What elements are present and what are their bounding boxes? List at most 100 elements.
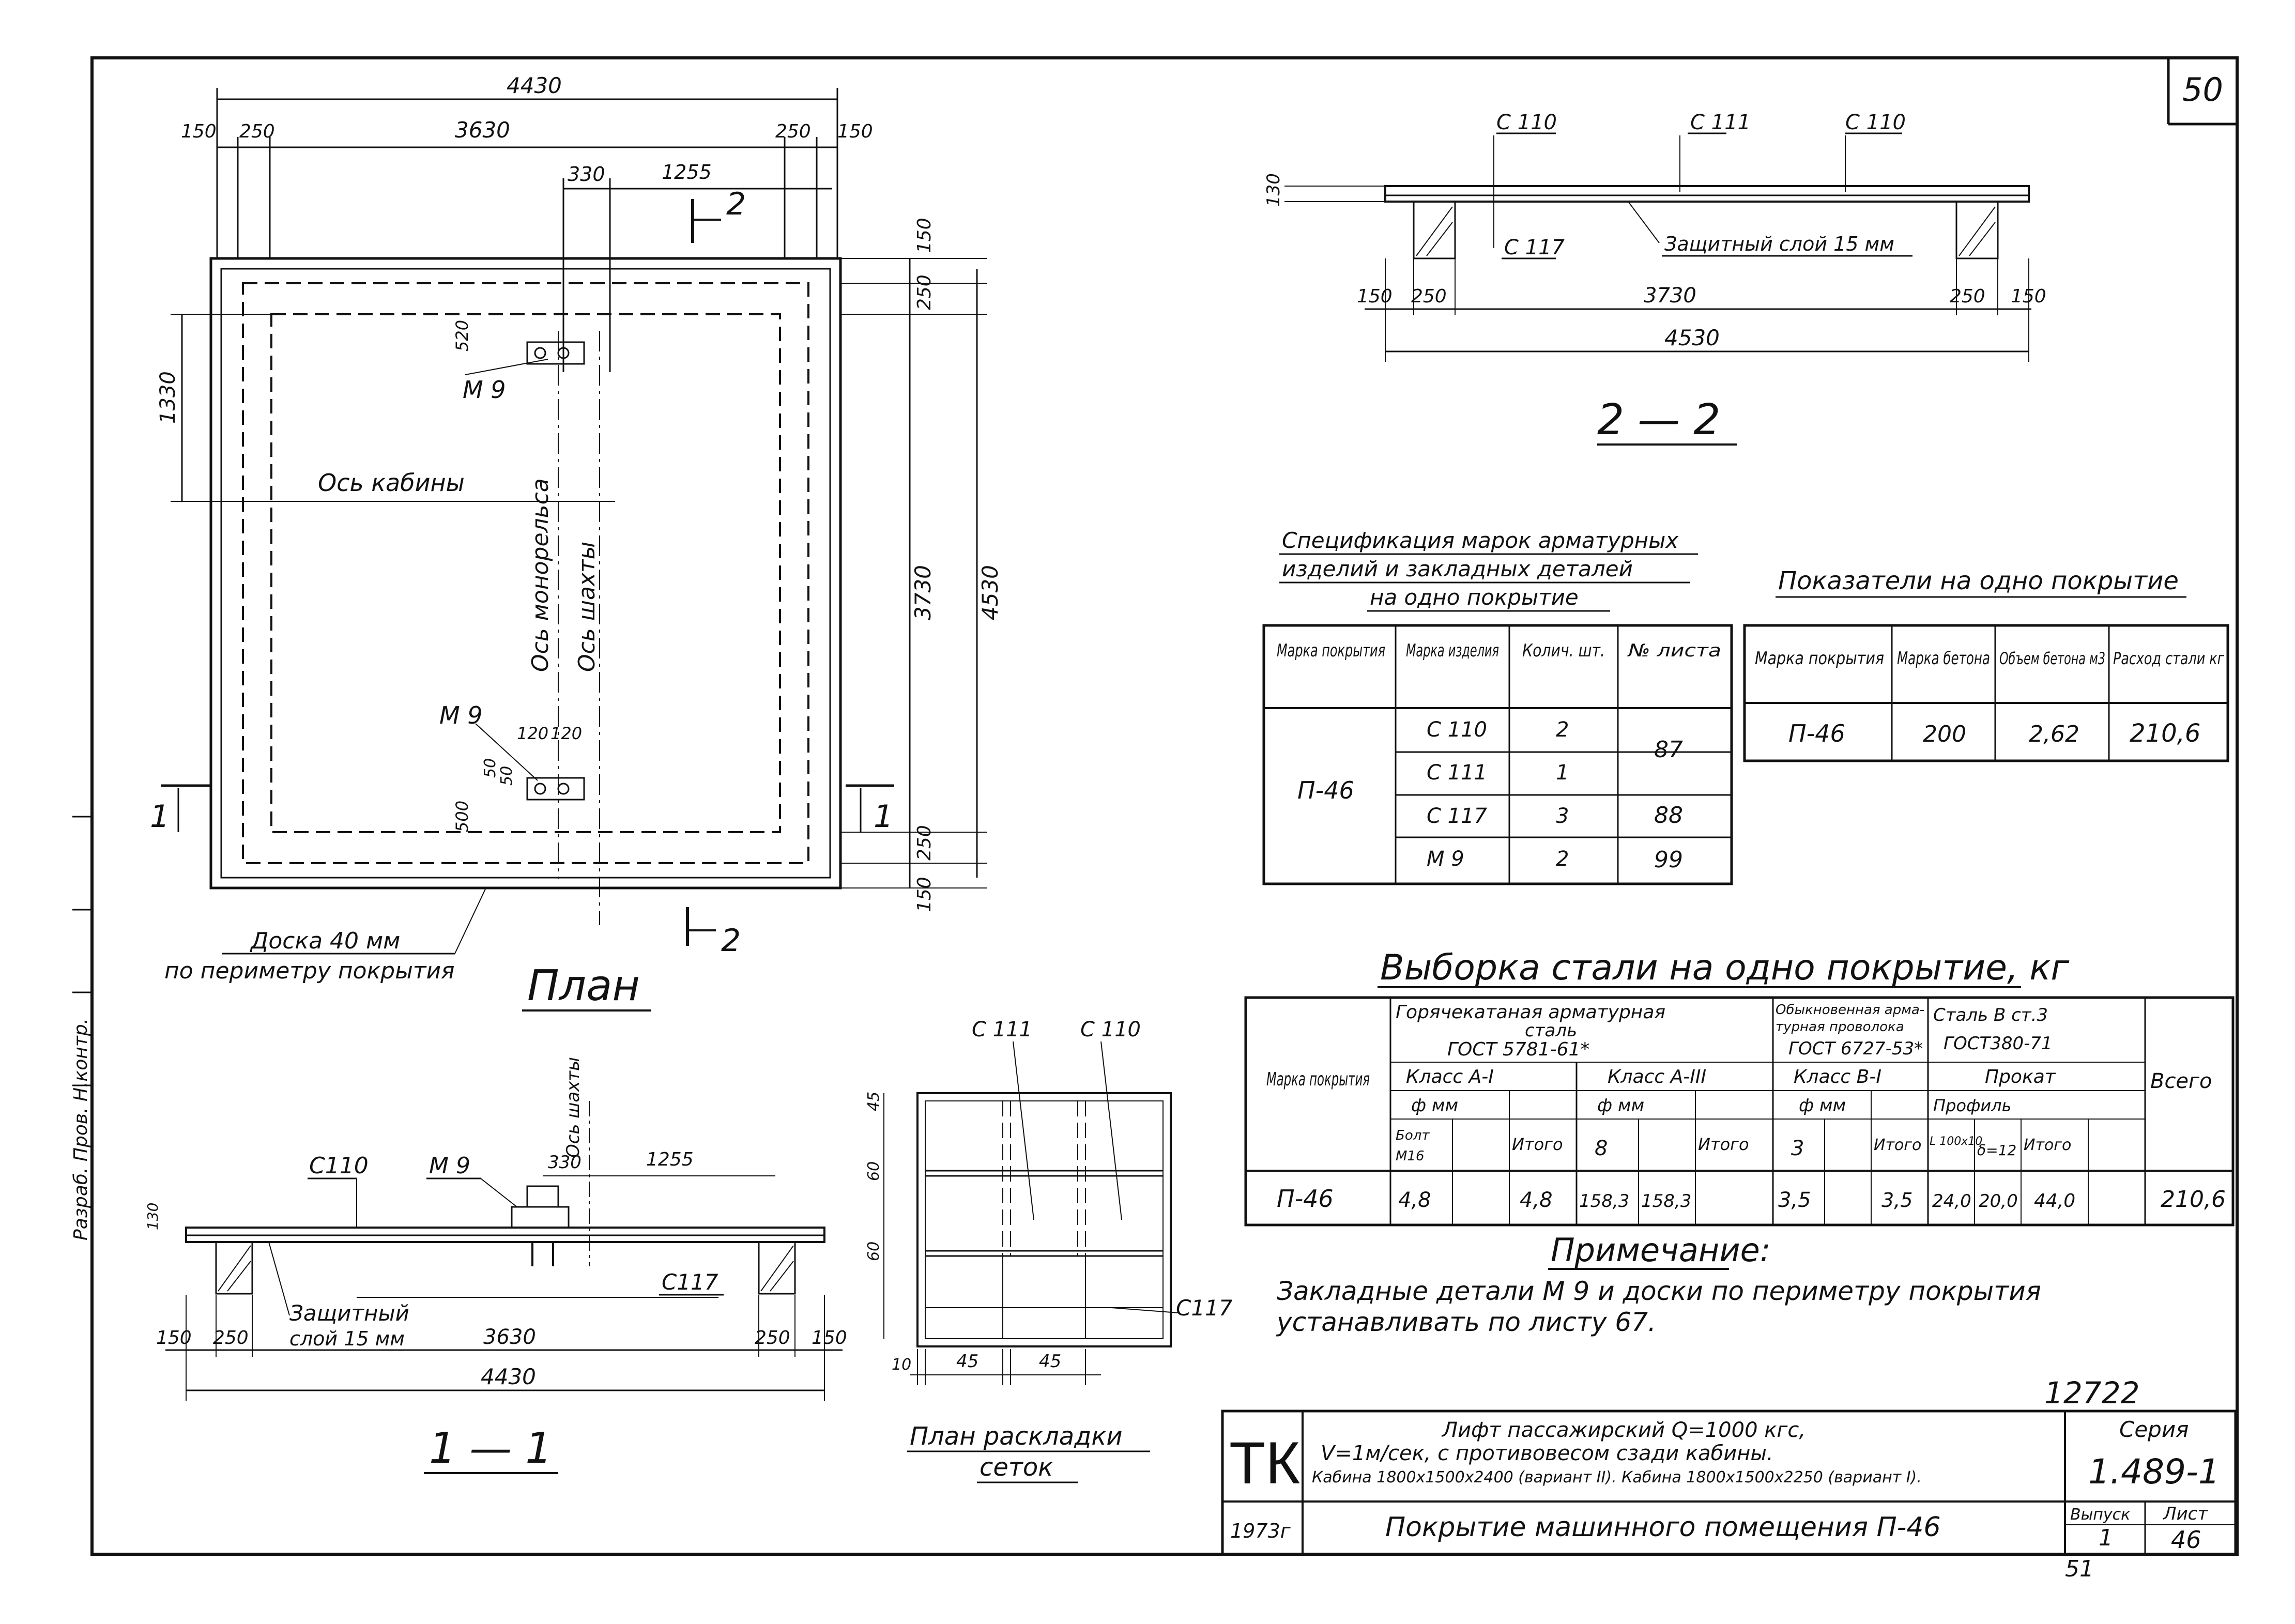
svg-text:210,6: 210,6 <box>2130 719 2200 748</box>
svg-text:250: 250 <box>239 121 275 142</box>
svg-text:250: 250 <box>775 121 811 142</box>
svg-text:3,5: 3,5 <box>1778 1188 1811 1212</box>
svg-text:Покрытие машинного помещения П: Покрытие машинного помещения П-46 <box>1385 1512 1941 1543</box>
svg-text:С117: С117 <box>1176 1295 1233 1321</box>
svg-text:24,0: 24,0 <box>1932 1191 1971 1212</box>
svg-text:сталь: сталь <box>1525 1020 1577 1041</box>
svg-text:4530: 4530 <box>1664 325 1720 350</box>
steel-table: Выборка стали на одно покрытие, кг Марка… <box>1244 947 2235 1227</box>
svg-text:ГОСТ 5781-61*: ГОСТ 5781-61* <box>1447 1039 1589 1060</box>
svg-text:250: 250 <box>213 1327 249 1349</box>
svg-text:Показатели на одно покрытие: Показатели на одно покрытие <box>1778 566 2179 595</box>
svg-text:1255: 1255 <box>646 1149 694 1170</box>
cabin-axis-label: Ось кабины <box>318 469 465 497</box>
svg-text:Кабина 1800х1500х2400 (вариант: Кабина 1800х1500х2400 (вариант II). Каби… <box>1312 1468 1922 1487</box>
svg-text:С 111: С 111 <box>1690 111 1751 134</box>
svg-text:3: 3 <box>1556 804 1569 828</box>
svg-text:120: 120 <box>517 724 548 743</box>
svg-text:2: 2 <box>1556 718 1569 742</box>
svg-text:Марка бетона: Марка бетона <box>1897 648 1990 669</box>
svg-text:3630: 3630 <box>483 1325 536 1349</box>
svg-text:250: 250 <box>914 274 935 310</box>
svg-text:Класс А-I: Класс А-I <box>1406 1066 1494 1087</box>
svg-text:Итого: Итого <box>1512 1135 1563 1154</box>
svg-text:10: 10 <box>892 1356 911 1374</box>
svg-text:на одно покрытие: на одно покрытие <box>1370 585 1579 610</box>
note-block: Примечание: Закладные детали М 9 и доски… <box>1276 1231 2041 1337</box>
section-2-2: С 110 С 111 С 110 С 117 Защитный слой 15… <box>1263 111 2046 446</box>
svg-text:ТК: ТК <box>1229 1430 1300 1496</box>
svg-text:51: 51 <box>2065 1556 2094 1582</box>
svg-text:330: 330 <box>568 163 605 186</box>
svg-text:250: 250 <box>914 825 935 861</box>
svg-text:158,3: 158,3 <box>1641 1191 1691 1212</box>
svg-text:2: 2 <box>1556 847 1569 871</box>
plan-view: 4430 3630 150 250 250 150 330 1255 2 133… <box>150 73 1003 1012</box>
svg-text:ф мм: ф мм <box>1597 1095 1644 1116</box>
svg-text:по периметру покрытия: по периметру покрытия <box>164 958 455 984</box>
svg-text:Примечание:: Примечание: <box>1551 1231 1771 1269</box>
svg-text:250: 250 <box>1411 286 1447 307</box>
svg-text:Прокат: Прокат <box>1985 1066 2056 1087</box>
svg-text:4,8: 4,8 <box>1520 1188 1553 1212</box>
svg-text:Серия: Серия <box>2119 1417 2189 1442</box>
svg-text:1255: 1255 <box>662 161 712 183</box>
svg-text:Лист: Лист <box>2162 1504 2208 1524</box>
svg-text:3630: 3630 <box>455 117 510 143</box>
svg-text:2: 2 <box>721 923 741 959</box>
svg-text:3730: 3730 <box>1644 284 1696 308</box>
svg-text:С 111: С 111 <box>972 1018 1032 1041</box>
svg-text:210,6: 210,6 <box>2161 1186 2226 1213</box>
svg-text:150: 150 <box>156 1327 192 1349</box>
page-number: 50 <box>2182 71 2223 109</box>
svg-text:Колич. шт.: Колич. шт. <box>1522 640 1605 661</box>
svg-text:С 117: С 117 <box>1504 236 1565 259</box>
svg-text:Марка покрытия: Марка покрытия <box>1277 640 1385 661</box>
specification-table: Спецификация марок арматурных изделий и … <box>1262 528 1733 885</box>
svg-text:50: 50 <box>498 766 516 786</box>
svg-text:Сталь В ст.3: Сталь В ст.3 <box>1933 1005 2048 1025</box>
svg-text:П-46: П-46 <box>1297 776 1354 804</box>
svg-text:Доска 40 мм: Доска 40 мм <box>250 928 400 954</box>
svg-text:V=1м/сек, с противовесом сзади: V=1м/сек, с противовесом сзади кабины. <box>1321 1442 1773 1465</box>
svg-text:Горячекатаная арматурная: Горячекатаная арматурная <box>1396 1002 1665 1023</box>
svg-text:46: 46 <box>2171 1526 2201 1554</box>
svg-text:П-46: П-46 <box>1277 1185 1334 1213</box>
svg-text:330: 330 <box>548 1152 582 1173</box>
svg-text:45: 45 <box>1039 1351 1061 1372</box>
svg-text:М 9: М 9 <box>463 376 506 404</box>
svg-text:С 110: С 110 <box>1845 111 1906 134</box>
svg-text:88: 88 <box>1654 802 1683 829</box>
svg-text:С110: С110 <box>309 1153 369 1179</box>
svg-text:Лифт пассажирский Q=1000 кгс,: Лифт пассажирский Q=1000 кгс, <box>1441 1418 1806 1442</box>
svg-text:М 9: М 9 <box>429 1153 470 1179</box>
svg-text:С 110: С 110 <box>1080 1018 1141 1041</box>
svg-text:сеток: сеток <box>980 1453 1053 1482</box>
svg-text:250: 250 <box>1950 286 1985 307</box>
svg-text:1973г: 1973г <box>1230 1520 1291 1542</box>
svg-text:4530: 4530 <box>977 565 1003 620</box>
svg-text:1: 1 <box>874 799 893 835</box>
svg-text:Профиль: Профиль <box>1933 1096 2011 1115</box>
svg-text:Класс А-III: Класс А-III <box>1608 1066 1706 1087</box>
svg-text:ф мм: ф мм <box>1411 1095 1458 1116</box>
svg-text:1: 1 <box>1556 761 1569 785</box>
svg-text:99: 99 <box>1654 847 1683 873</box>
svg-text:520: 520 <box>452 320 472 351</box>
svg-text:С 110: С 110 <box>1496 111 1557 134</box>
svg-text:δ=12: δ=12 <box>1977 1142 2016 1159</box>
svg-text:С 111: С 111 <box>1427 761 1487 785</box>
svg-text:ГОСТ380-71: ГОСТ380-71 <box>1944 1033 2053 1054</box>
svg-text:500: 500 <box>452 801 472 832</box>
svg-text:П-46: П-46 <box>1788 719 1845 747</box>
svg-text:2: 2 <box>726 186 746 222</box>
svg-text:Расход стали кг: Расход стали кг <box>2113 649 2224 668</box>
svg-text:ГОСТ 6727-53*: ГОСТ 6727-53* <box>1788 1038 1923 1059</box>
svg-text:Итого: Итого <box>1874 1136 1921 1154</box>
svg-text:изделий и закладных деталей: изделий и закладных деталей <box>1282 556 1633 581</box>
indicators-table: Показатели на одно покрытие Марка покрыт… <box>1743 566 2229 762</box>
svg-text:250: 250 <box>755 1327 790 1349</box>
svg-text:20,0: 20,0 <box>1979 1191 2018 1212</box>
svg-text:Марка покрытия: Марка покрытия <box>1755 648 1884 669</box>
svg-text:150: 150 <box>181 121 217 142</box>
